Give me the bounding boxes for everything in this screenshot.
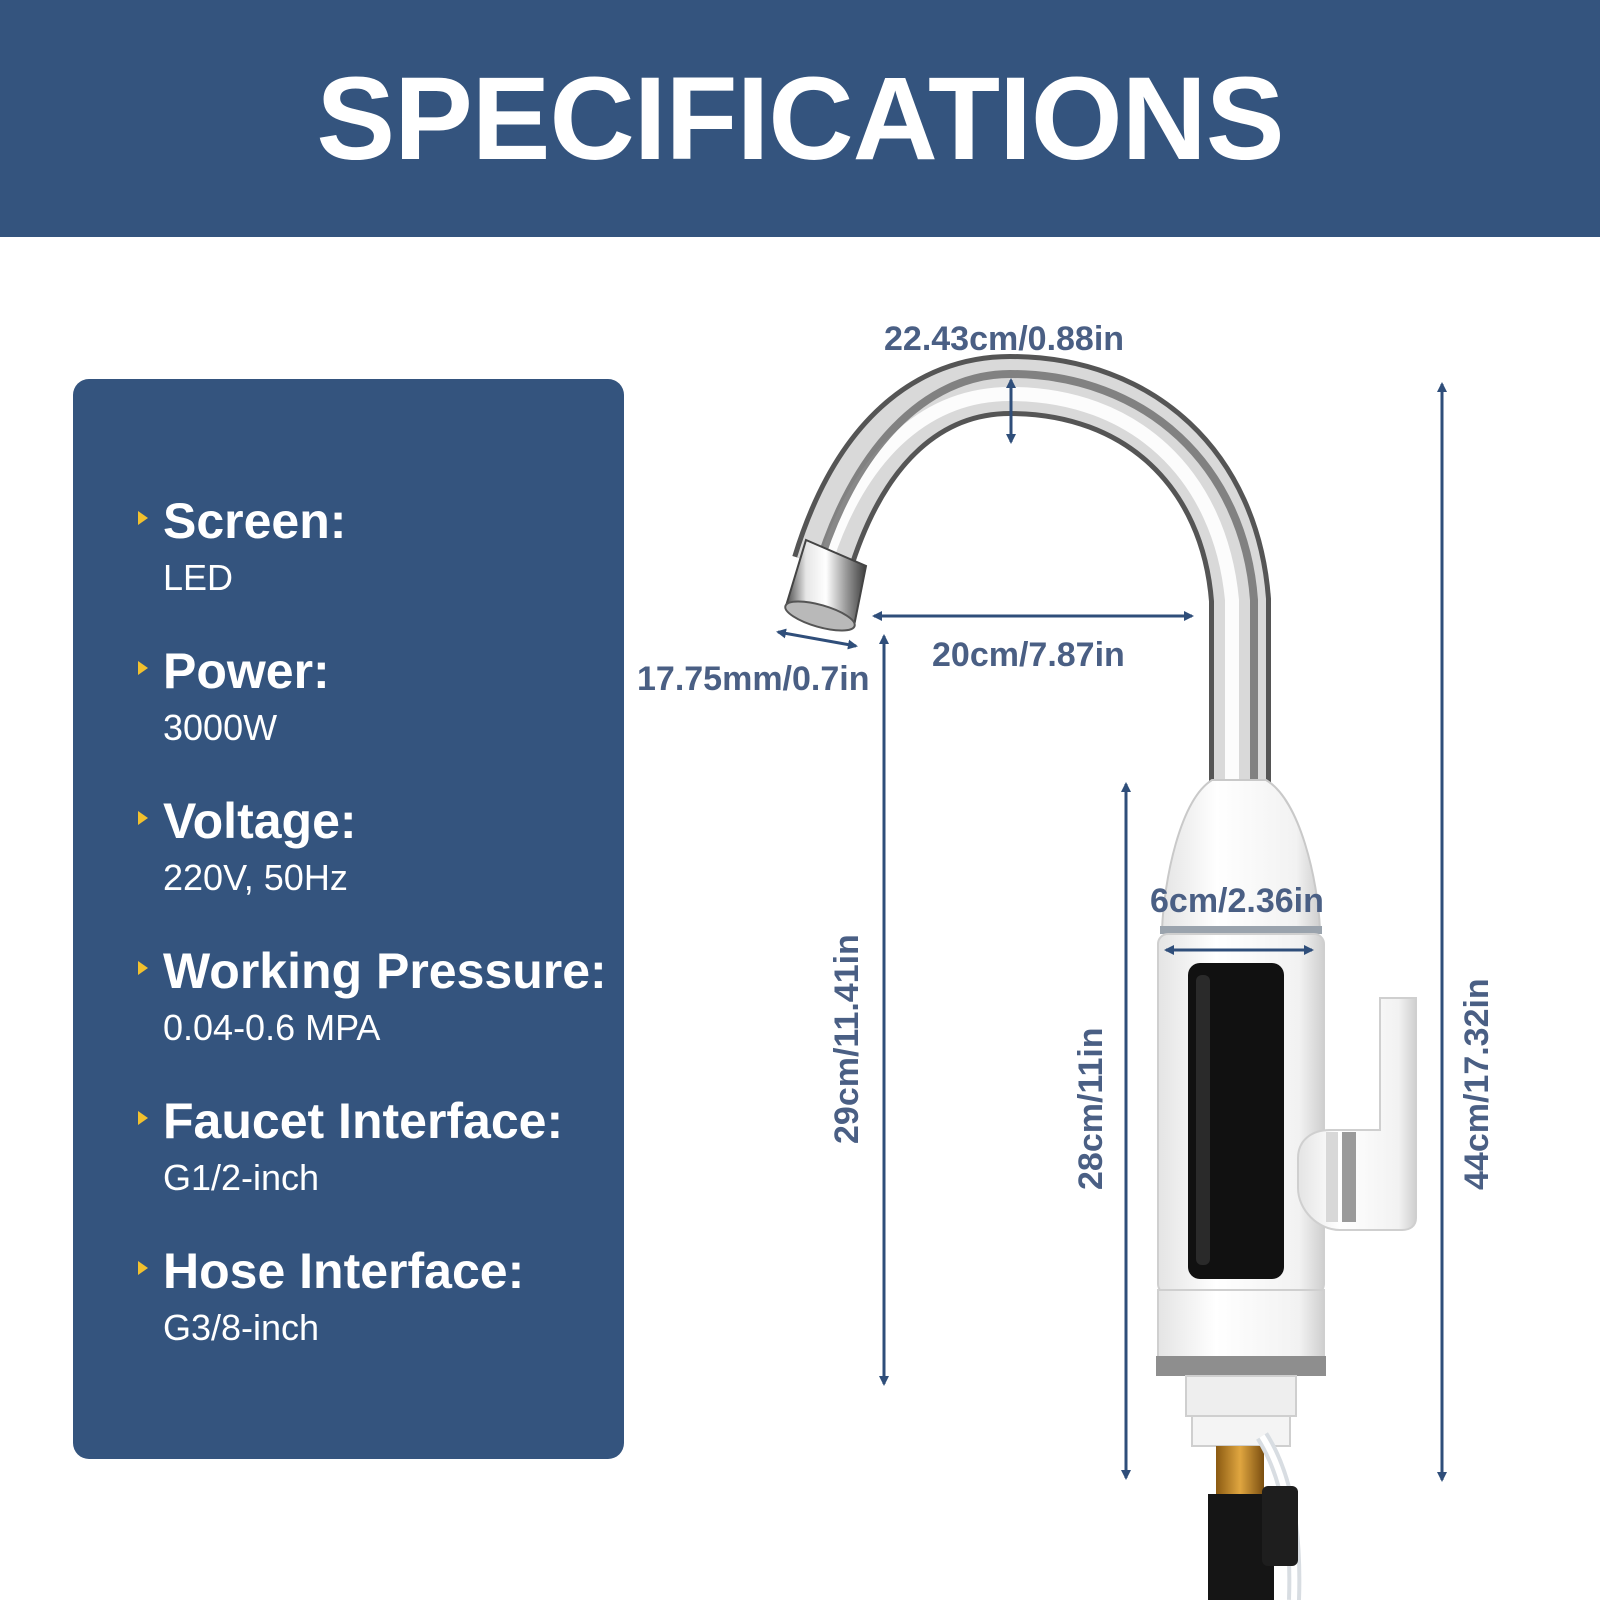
dimension-spout-reach: 20cm/7.87in <box>932 636 1125 674</box>
specifications-header: SPECIFICATIONS <box>0 0 1600 237</box>
spec-value: 220V, 50Hz <box>163 857 348 898</box>
bullet-triangle-icon <box>138 511 148 525</box>
spout-pipe <box>792 353 1271 790</box>
bullet-triangle-icon <box>138 811 148 825</box>
dimension-arrows <box>776 378 1447 1482</box>
heater-body <box>1156 779 1326 1447</box>
spec-label: Power: <box>163 643 330 699</box>
spec-faucet-interface: Faucet Interface: G1/2-inch <box>138 1093 564 1198</box>
spec-hose-interface: Hose Interface: G3/8-inch <box>138 1243 525 1348</box>
bullet-triangle-icon <box>138 661 148 675</box>
dimension-body-width: 6cm/2.36in <box>1150 882 1324 920</box>
spec-power: Power: 3000W <box>138 643 330 748</box>
dimension-aerator-diameter: 17.75mm/0.7in <box>637 660 870 698</box>
dimension-total-height: 44cm/17.32in <box>1458 978 1496 1190</box>
spec-label: Screen: <box>163 493 347 549</box>
inlet-fittings <box>1208 1432 1302 1600</box>
dimension-spout-height: 29cm/11.41in <box>828 934 866 1144</box>
spec-value: LED <box>163 557 234 598</box>
spec-label: Voltage: <box>163 793 357 849</box>
dimension-pipe-diameter: 22.43cm/0.88in <box>884 320 1125 358</box>
faucet-handle <box>1297 997 1417 1231</box>
specs-panel: Screen: LED Power: 3000W Voltage: 220V, … <box>73 379 624 1459</box>
dimension-body-height: 28cm/11in <box>1072 1027 1110 1190</box>
spec-voltage: Voltage: 220V, 50Hz <box>138 793 357 898</box>
bullet-triangle-icon <box>138 1261 148 1275</box>
spec-working-pressure: Working Pressure: 0.04-0.6 MPA <box>138 943 607 1048</box>
spec-label: Hose Interface: <box>163 1243 525 1299</box>
aerator <box>784 538 868 632</box>
spec-label: Working Pressure: <box>163 943 607 999</box>
spec-screen: Screen: LED <box>138 493 347 598</box>
bullet-triangle-icon <box>138 961 148 975</box>
page-title: SPECIFICATIONS <box>316 52 1284 185</box>
spec-label: Faucet Interface: <box>163 1093 564 1149</box>
spec-value: 0.04-0.6 MPA <box>163 1007 381 1048</box>
bullet-triangle-icon <box>138 1111 148 1125</box>
spec-value: G1/2-inch <box>163 1157 320 1198</box>
spec-value: G3/8-inch <box>163 1307 320 1348</box>
led-screen <box>1188 963 1284 1279</box>
spec-value: 3000W <box>163 707 278 748</box>
